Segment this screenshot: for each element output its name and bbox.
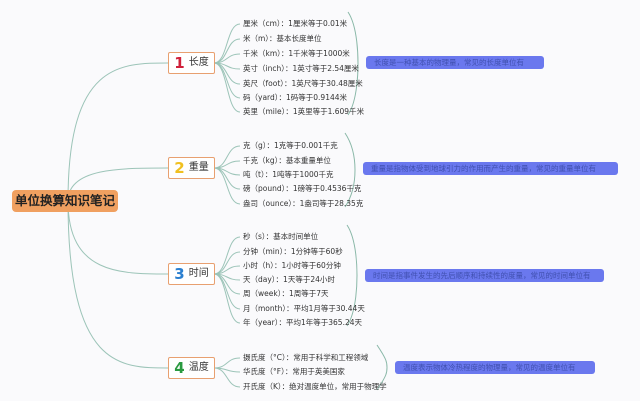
leaf-item[interactable]: 米（m）：基本长度单位 [243, 34, 322, 43]
summary-box[interactable]: 温度表示物体冷热程度的物理量，常见的温度单位有 [395, 361, 595, 374]
branch-label: 长度 [188, 57, 209, 68]
leaf-item[interactable]: 千克（kg）：基本重量单位 [243, 156, 331, 165]
leaf-connector [213, 167, 241, 205]
summary-bracket [346, 224, 358, 327]
leaf-item[interactable]: 开氏度（K）：绝对温度单位，常用于物理学 [243, 382, 387, 391]
leaf-item[interactable]: 华氏度（°F）：常用于英美国家 [243, 367, 345, 376]
branch-number: 2 [174, 159, 185, 177]
leaf-item[interactable]: 分钟（min）：1分钟等于60秒 [243, 247, 343, 256]
leaf-item[interactable]: 厘米（cm）：1厘米等于0.01米 [243, 19, 348, 28]
leaf-item[interactable]: 英里（mile）：1英里等于1.609千米 [243, 107, 365, 116]
leaf-connector [213, 273, 241, 310]
leaf-item[interactable]: 磅（pound）：1磅等于0.4536千克 [243, 184, 362, 193]
summary-bracket [376, 344, 388, 391]
leaf-item[interactable]: 英尺（foot）：1英尺等于30.48厘米 [243, 79, 363, 88]
summary-bracket [344, 132, 356, 208]
branch-number: 4 [174, 359, 185, 377]
leaf-item[interactable]: 年（year）：平均1年等于365.24天 [243, 318, 362, 327]
leaf-connector [213, 23, 241, 64]
summary-bracket [347, 11, 359, 116]
summary-box[interactable]: 时间是指事件发生的先后顺序和持续性的度量，常见的时间单位有 [365, 269, 604, 282]
root-connector [67, 200, 169, 369]
summary-box[interactable]: 长度是一种基本的物理量，常见的长度单位有 [366, 56, 544, 69]
leaf-item[interactable]: 天（day）：1天等于24小时 [243, 275, 335, 284]
leaf-item[interactable]: 克（g）：1克等于0.001千克 [243, 141, 338, 150]
branch-number: 1 [174, 54, 185, 72]
branch-label: 重量 [188, 162, 209, 173]
root-node[interactable]: 单位换算知识笔记 [12, 190, 118, 212]
leaf-item[interactable]: 千米（km）：1千米等于1000米 [243, 49, 350, 58]
leaf-item[interactable]: 盎司（ounce）：1盎司等于28.35克 [243, 199, 364, 208]
leaf-connector [213, 357, 241, 369]
leaf-connector [213, 367, 241, 388]
branch-label: 温度 [188, 362, 209, 373]
leaf-connector [213, 62, 241, 113]
leaf-connector [213, 273, 241, 324]
root-connector [67, 200, 169, 275]
leaf-item[interactable]: 摄氏度（°C）：常用于科学和工程领域 [243, 353, 369, 362]
leaf-connector [213, 236, 241, 275]
branch-number: 3 [174, 265, 185, 283]
branch-label: 时间 [188, 268, 209, 279]
leaf-item[interactable]: 秒（s）：基本时间单位 [243, 232, 319, 241]
leaf-item[interactable]: 月（month）：平均1月等于30.44天 [243, 304, 365, 313]
leaf-item[interactable]: 吨（t）：1吨等于1000千克 [243, 170, 334, 179]
leaf-item[interactable]: 小时（h）：1小时等于60分钟 [243, 261, 341, 270]
summary-box[interactable]: 重量是指物体受到地球引力的作用而产生的重量，常见的重量单位有 [363, 162, 618, 175]
root-connector [67, 62, 169, 202]
leaf-item[interactable]: 英寸（inch）：1英寸等于2.54厘米 [243, 64, 359, 73]
leaf-item[interactable]: 周（week）：1周等于7天 [243, 289, 329, 298]
leaf-connector [213, 62, 241, 99]
leaf-item[interactable]: 码（yard）：1码等于0.9144米 [243, 93, 348, 102]
